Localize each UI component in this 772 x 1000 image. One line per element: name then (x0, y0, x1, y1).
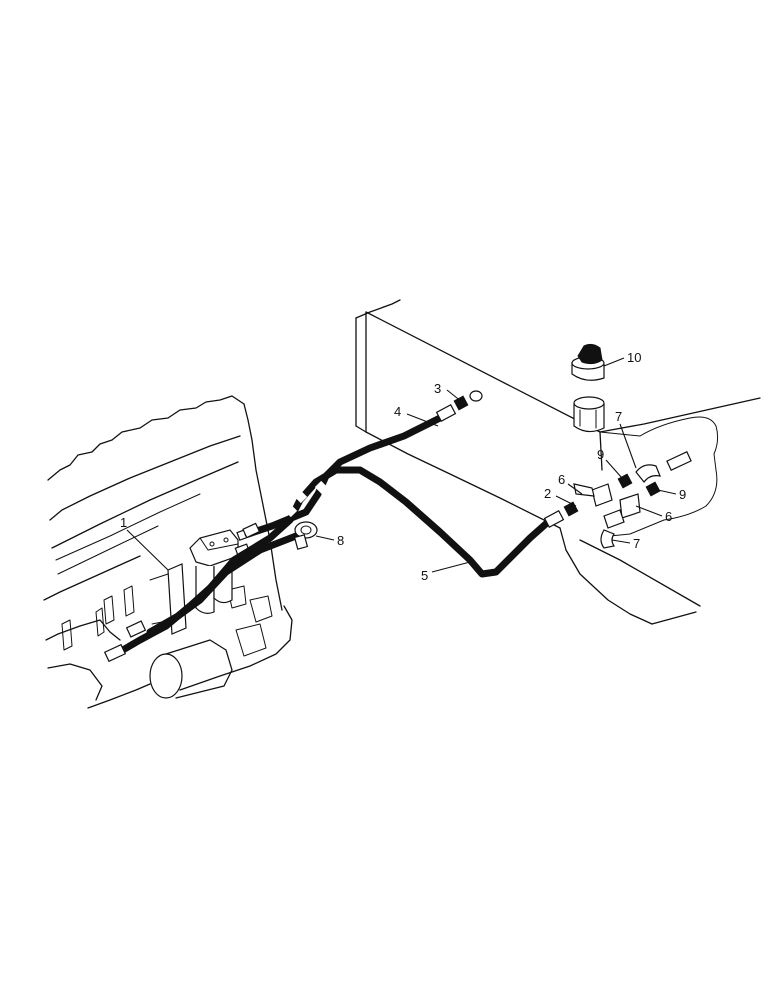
callout-8: 8 (337, 533, 344, 548)
callout-1: 1 (120, 515, 127, 530)
filler-cap (571, 343, 605, 381)
callout-5: 5 (421, 568, 428, 583)
fuel-hoses (112, 414, 552, 658)
callout-10: 10 (627, 350, 641, 365)
fuel-tank (355, 299, 761, 625)
callout-7-lower: 7 (633, 536, 640, 551)
engine-block (43, 395, 293, 709)
callouts: 1 2 3 4 5 6 6 7 7 8 9 9 10 (120, 350, 686, 583)
callout-3: 3 (434, 381, 441, 396)
callout-6-lower: 6 (665, 509, 672, 524)
callout-4: 4 (394, 404, 401, 419)
callout-2: 2 (544, 486, 551, 501)
leader-lines (126, 357, 677, 573)
fuel-filter-assembly (149, 527, 254, 635)
hose-clamp (293, 521, 318, 550)
tank-valves (573, 451, 692, 549)
hose-4 (244, 414, 444, 538)
hose-return (146, 532, 300, 636)
callout-9-upper: 9 (597, 447, 604, 462)
callout-7-upper: 7 (615, 409, 622, 424)
callout-6-upper: 6 (558, 472, 565, 487)
hose-fittings (103, 390, 579, 663)
callout-9-lower: 9 (679, 487, 686, 502)
